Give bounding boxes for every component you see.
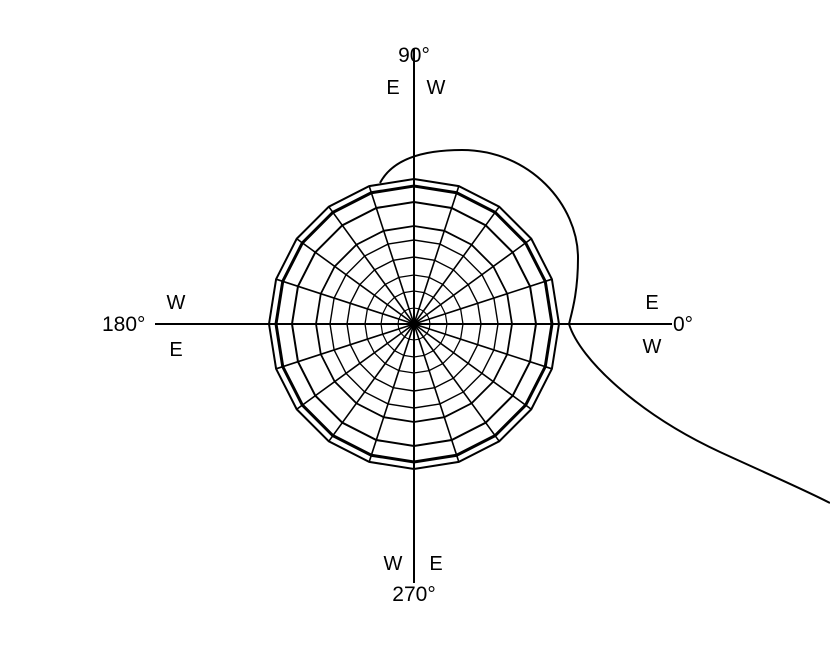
spiral-curve [379, 148, 830, 504]
polar-spoke-7 [368, 185, 415, 325]
polar-spoke-4 [413, 206, 500, 325]
polar-spoke-19 [413, 323, 532, 410]
dir-left-upper: W [167, 292, 186, 314]
dir-right-upper: E [645, 292, 658, 314]
polar-spoke-5 [413, 185, 460, 325]
polar-spoke-10 [275, 278, 415, 325]
label-270-degrees: 270° [392, 583, 435, 606]
dir-top-left: E [386, 77, 399, 99]
polar-spoke-18 [413, 323, 500, 442]
label-180-degrees: 180° [102, 313, 145, 336]
polar-spoke-9 [296, 238, 415, 325]
polar-spoke-15 [368, 323, 415, 463]
polar-spoke-3 [413, 238, 532, 325]
dir-left-lower: E [169, 339, 182, 361]
dir-bottom-left: W [384, 553, 403, 575]
polar-spoke-12 [275, 323, 415, 370]
label-0-degrees: 0° [673, 313, 693, 336]
polar-spoke-20 [413, 323, 553, 370]
polar-spoke-8 [328, 206, 415, 325]
dir-bottom-right: E [429, 553, 442, 575]
polar-spoke-2 [413, 278, 553, 325]
polar-net [267, 177, 561, 471]
dir-right-lower: W [643, 336, 662, 358]
polar-spoke-17 [413, 323, 460, 463]
polar-spoke-13 [296, 323, 415, 410]
label-90-degrees: 90° [398, 44, 430, 67]
polar-spoke-14 [328, 323, 415, 442]
dir-top-right: W [427, 77, 446, 99]
